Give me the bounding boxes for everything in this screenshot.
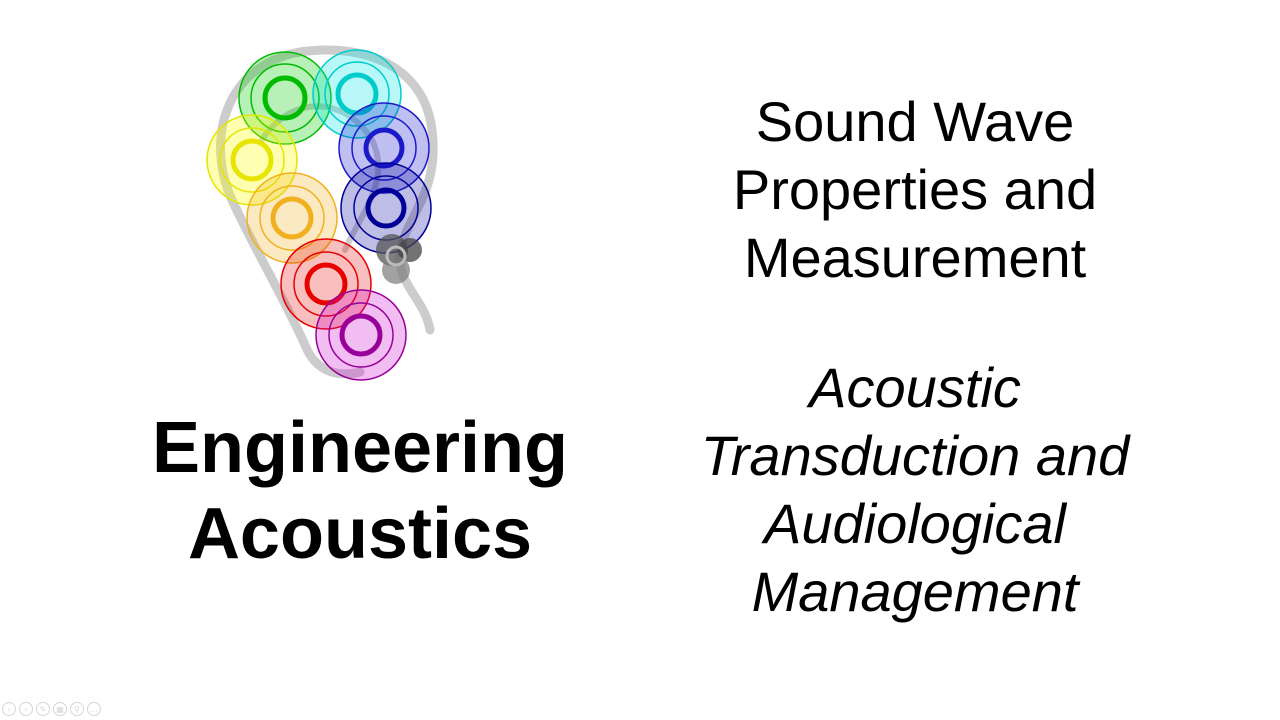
brand-title-line-2: Acoustics xyxy=(187,494,533,574)
subhead-line-1: Acoustic xyxy=(809,356,1021,419)
brand-title: Engineering Acoustics xyxy=(60,405,660,577)
slideshow-controls: ‹ › ✎ ▦ ⚲ … xyxy=(2,702,101,718)
next-icon[interactable]: › xyxy=(19,702,33,716)
zoom-icon[interactable]: ⚲ xyxy=(70,702,84,716)
subhead-line-3: Audiological xyxy=(764,492,1066,555)
more-options-icon[interactable]: … xyxy=(87,702,101,716)
previous-icon[interactable]: ‹ xyxy=(2,702,16,716)
slide-subheading: Acoustic Transduction and Audiological M… xyxy=(640,354,1190,626)
subhead-line-2: Transduction and xyxy=(700,424,1130,487)
pen-icon[interactable]: ✎ xyxy=(36,702,50,716)
headline-line-3: Measurement xyxy=(743,226,1087,289)
slides-grid-icon[interactable]: ▦ xyxy=(53,702,67,716)
ear-logo-icon xyxy=(206,45,438,381)
subhead-line-4: Management xyxy=(751,560,1079,623)
brand-title-line-1: Engineering xyxy=(151,408,569,488)
headline-line-1: Sound Wave xyxy=(755,90,1075,153)
headline-line-2: Properties and xyxy=(732,158,1098,221)
slide-headline: Sound Wave Properties and Measurement xyxy=(640,88,1190,292)
